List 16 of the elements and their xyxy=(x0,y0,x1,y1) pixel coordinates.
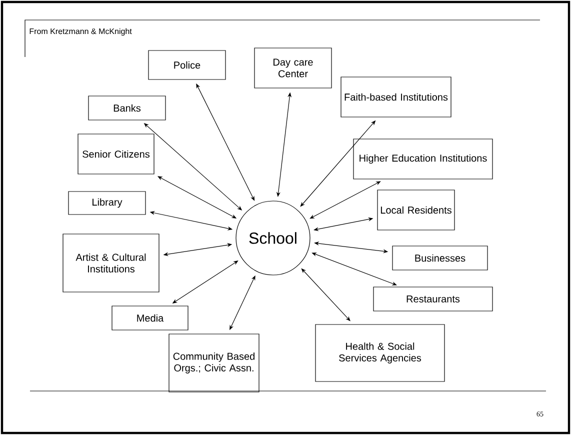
source-note: From Kretzmann & McKnight xyxy=(30,28,132,36)
entity-box: Day care Center xyxy=(254,48,332,88)
entity-box: Media xyxy=(112,306,188,330)
entity-box: Local Residents xyxy=(377,190,455,230)
entity-box: Artist & Cultural Institutions xyxy=(62,234,160,292)
entity-box: Faith-based Institutions xyxy=(340,76,452,118)
entity-box: Library xyxy=(68,191,146,215)
entity-box: Police xyxy=(148,50,226,80)
entity-box: Senior Citizens xyxy=(78,134,154,174)
entity-box: Banks xyxy=(88,96,166,120)
entity-box: Businesses xyxy=(392,246,488,270)
entity-box: Restaurants xyxy=(373,286,493,312)
entity-box: Health & Social Services Agencies xyxy=(315,324,445,382)
entity-box: Community Based Orgs.; Civic Assn. xyxy=(168,334,260,392)
arrow xyxy=(310,181,381,219)
entity-box: Higher Education Institutions xyxy=(353,138,493,180)
